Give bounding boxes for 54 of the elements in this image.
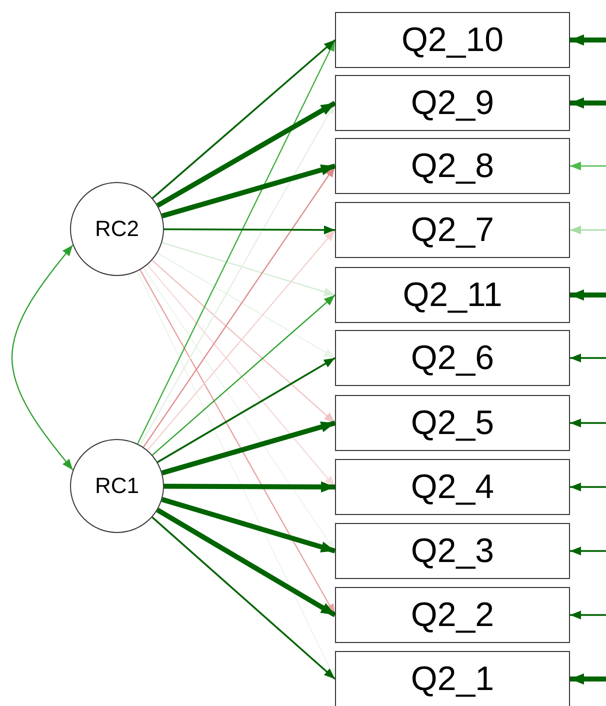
factor-label: RC2 <box>94 216 139 242</box>
loading-arrow <box>162 242 336 296</box>
residual-arrow <box>570 482 606 492</box>
loading-arrow <box>137 40 336 444</box>
loading-arrow <box>161 497 336 554</box>
observed-variable-box <box>335 651 570 706</box>
loading-arrow <box>157 357 336 463</box>
residual-arrow <box>570 34 606 46</box>
observed-variable-box <box>335 587 570 643</box>
residual-arrow <box>570 162 606 170</box>
loading-arrow <box>152 516 336 680</box>
loading-arrow <box>152 39 336 199</box>
residual-arrow <box>570 546 606 556</box>
residual-arrow <box>570 673 606 685</box>
loading-arrow <box>164 481 336 493</box>
variable-label: Q2_7 <box>410 210 494 250</box>
observed-variable-box <box>335 459 570 515</box>
loading-arrow <box>164 226 335 234</box>
loading-arrow <box>147 230 336 451</box>
loading-arrow <box>152 260 336 424</box>
variable-label: Q2_10 <box>401 20 504 60</box>
observed-variable-box <box>335 138 570 194</box>
variable-label: Q2_6 <box>410 338 494 378</box>
observed-variable-box <box>335 523 570 579</box>
observed-variable-box <box>335 267 570 323</box>
loading-arrow <box>157 252 336 359</box>
observed-variable-box <box>335 395 570 451</box>
observed-variable-box <box>335 12 570 68</box>
variable-label: Q2_9 <box>410 84 494 122</box>
variable-label: Q2_1 <box>410 660 494 698</box>
variable-label: Q2_5 <box>410 404 494 442</box>
observed-variable-box <box>335 330 570 386</box>
residual-arrow <box>570 97 606 109</box>
loading-arrow <box>156 100 336 208</box>
observed-variable-box <box>335 202 570 258</box>
observed-variable-box <box>335 75 570 131</box>
variable-label: Q2_3 <box>410 532 494 570</box>
loading-arrow <box>152 294 336 456</box>
variable-label: Q2_8 <box>410 146 494 186</box>
variable-label: Q2_4 <box>410 468 494 506</box>
loading-arrow <box>156 508 336 618</box>
variable-label: Q2_2 <box>410 596 494 634</box>
residual-arrow <box>570 354 606 362</box>
loading-arrow <box>136 271 336 680</box>
residual-arrow <box>570 226 606 234</box>
loading-arrow <box>161 164 336 218</box>
factor-label: RC1 <box>94 473 139 499</box>
loading-arrow <box>146 264 336 488</box>
residual-arrow <box>570 610 606 620</box>
variable-label: Q2_11 <box>402 276 502 314</box>
covariance-arrow <box>11 244 74 470</box>
residual-arrow <box>570 418 606 428</box>
residual-arrow <box>570 289 606 301</box>
loading-arrow <box>161 420 336 476</box>
